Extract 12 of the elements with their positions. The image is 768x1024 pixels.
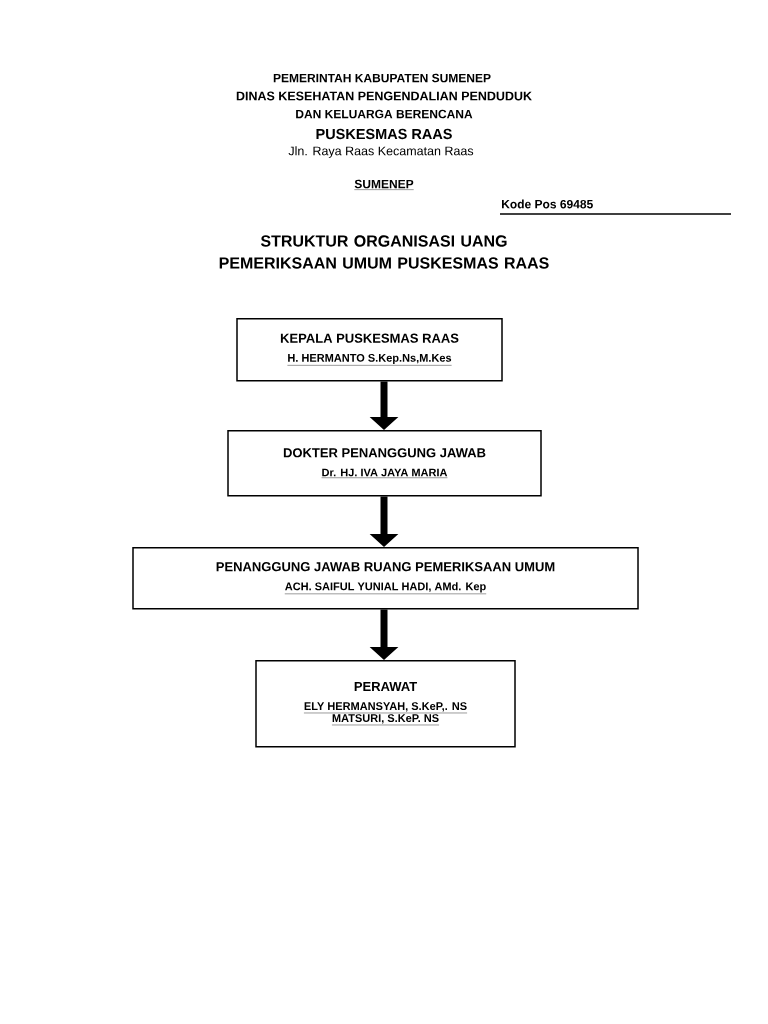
org-box: PENANGGUNG JAWAB RUANG PEMERIKSAAN UMUM ACH. SAIFUL YUNIAL HADI, AMd. Kep xyxy=(132,547,639,610)
title: STRUKTUR ORGANISASI UANG PEMERIKSAAN UMUM PUSKESMAS RAAS xyxy=(219,235,549,269)
header-text: DINAS KESEHATAN PENGENDALIAN PENDUDUK xyxy=(236,91,532,101)
header-text: PUSKESMAS RAAS xyxy=(316,128,452,140)
postal-code: Kode Pos 69485 xyxy=(502,199,593,209)
header-text: PEMERINTAH KABUPATEN SUMENEP xyxy=(273,73,491,83)
org-box: KEPALA PUSKESMAS RAAS H. HERMANTO S.Kep.Ns,M.Kes xyxy=(236,318,503,382)
header-text: DAN KELUARGA BERENCANA xyxy=(296,109,473,119)
org-box: DOKTER PENANGGUNG JAWAB Dr. HJ. IVA JAYA MARIA xyxy=(227,430,542,497)
header-text: SUMENEP xyxy=(354,179,414,190)
header-text: Jln. Raya Raas Kecamatan Raas xyxy=(288,146,474,158)
org-box: PERAWAT ELY HERMANSYAH, S.KeP,. NS MATSURI, S.KeP. NS xyxy=(255,660,516,748)
